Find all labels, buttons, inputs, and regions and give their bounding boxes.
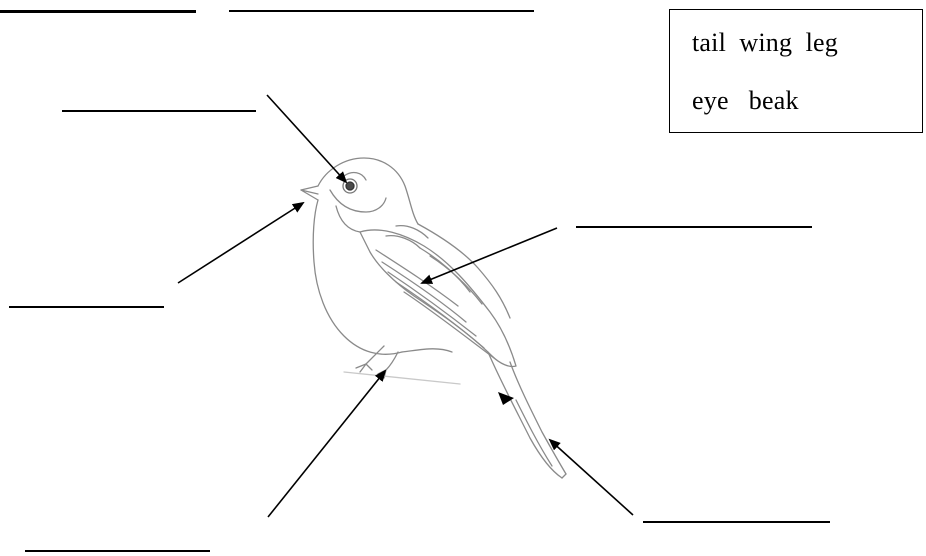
arrow-to-wing — [420, 227, 558, 284]
answer-blank-leg[interactable] — [25, 550, 210, 552]
bird-sketch — [300, 157, 567, 479]
tail-tip-arrowhead — [498, 392, 514, 405]
title-blank[interactable] — [229, 10, 534, 12]
answer-blank-tail[interactable] — [643, 521, 830, 523]
name-blank[interactable] — [0, 10, 196, 13]
arrow-to-tail — [548, 438, 634, 516]
arrow-to-leg — [267, 369, 387, 518]
label-arrows — [177, 94, 634, 518]
arrow-to-beak — [177, 201, 305, 284]
arrow-to-eye — [266, 94, 348, 184]
answer-blank-beak[interactable] — [9, 306, 164, 308]
word-bank-row-2: eye beak — [692, 86, 799, 115]
word-bank-box: tail wing leg eye beak — [669, 9, 923, 133]
word-bank-row-1: tail wing leg — [692, 28, 838, 57]
answer-blank-wing[interactable] — [576, 226, 812, 228]
answer-blank-eye[interactable] — [62, 110, 256, 112]
